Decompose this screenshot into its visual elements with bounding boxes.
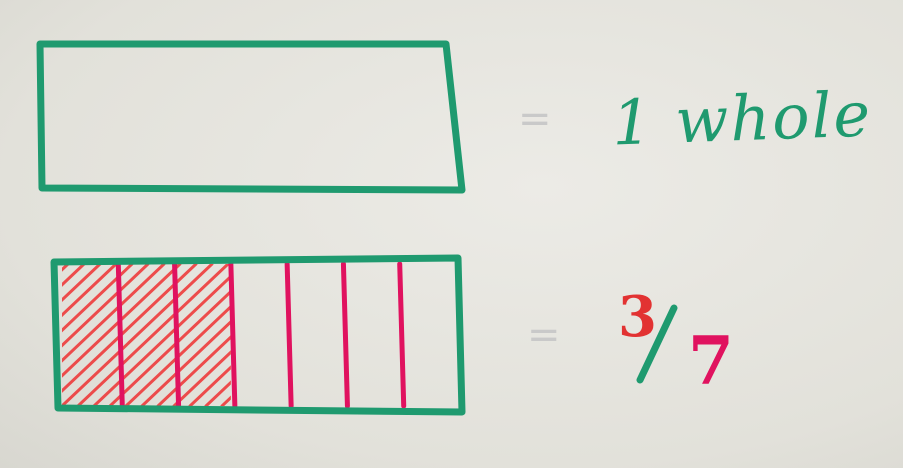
hatch-line — [254, 264, 404, 406]
fraction-numerator: 3 — [618, 284, 657, 350]
hatch-line — [350, 264, 500, 406]
shaded-region — [0, 264, 548, 406]
equals-sign-top: = — [518, 96, 552, 142]
hatch-line — [62, 264, 134, 333]
hatch-line — [62, 264, 214, 406]
hatch-line — [188, 365, 231, 406]
hatch-line — [62, 264, 166, 363]
hatch-line — [156, 334, 231, 406]
hatch-line — [398, 264, 548, 406]
hatch-line — [62, 264, 182, 378]
whole-label: 1 whole — [610, 77, 874, 160]
hatch-line — [92, 274, 231, 406]
part-divider — [340, 261, 350, 409]
fraction-slash — [636, 304, 678, 384]
hatch-line — [286, 264, 436, 406]
hatch-line — [62, 264, 102, 303]
part-divider — [228, 261, 238, 409]
hatch-line — [318, 264, 468, 406]
part-divider — [397, 261, 407, 409]
hatch-line — [172, 350, 231, 406]
part-dividers — [115, 261, 407, 409]
hatch-line — [204, 380, 231, 406]
divided-rectangle — [50, 254, 466, 416]
hatch-line — [366, 264, 516, 406]
fraction-label: 3 7 — [612, 284, 752, 400]
hatch-line — [140, 319, 231, 406]
whole-rectangle — [36, 40, 466, 194]
fraction-denominator: 7 — [688, 322, 734, 400]
hatch-line — [76, 264, 230, 406]
hatch-line — [238, 264, 388, 406]
hatch-line — [62, 264, 118, 318]
hatch-line — [0, 264, 52, 406]
hatch-line — [124, 304, 231, 406]
equals-sign-bottom: = — [527, 312, 561, 358]
hatch-line — [220, 395, 231, 406]
part-divider — [284, 261, 294, 409]
part-divider — [115, 261, 125, 409]
hatch-line — [108, 289, 231, 406]
part-divider — [172, 261, 182, 409]
divided-bar — [0, 254, 548, 416]
hatch-line — [62, 264, 150, 348]
hatch-line — [302, 264, 452, 406]
